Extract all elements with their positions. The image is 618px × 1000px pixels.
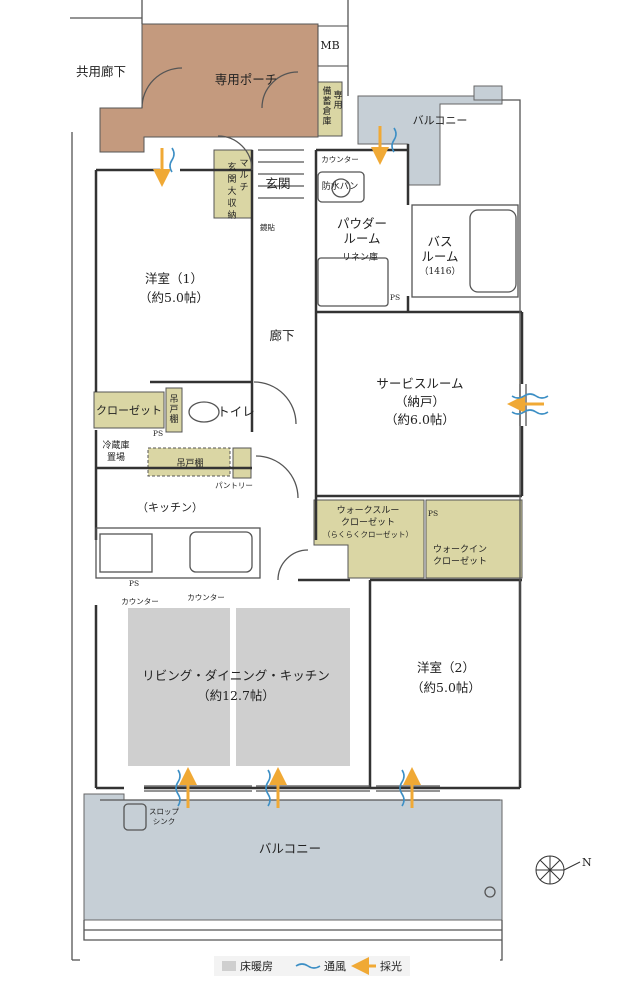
- ps-label-toilet: PS: [153, 429, 163, 438]
- service-room-label-2: （納戸）: [395, 394, 445, 409]
- linen-label: リネン庫: [342, 251, 378, 263]
- fridge-label-2: 置場: [107, 451, 125, 463]
- toilet-hanging-shelf-label: 吊戸棚: [169, 394, 178, 425]
- ldk-size: （約12.7帖）: [197, 688, 275, 703]
- closet-area: [93, 391, 165, 429]
- ps-label-bath: PS: [390, 293, 400, 302]
- floor-heating-left: [128, 608, 230, 766]
- ps-label-kitchen: PS: [129, 579, 139, 588]
- bath-label-2: ルーム: [421, 249, 458, 264]
- legend: 床暖房 通風 採光: [214, 956, 410, 976]
- wic-label-2: クローゼット: [433, 555, 487, 567]
- balcony-bottom-label: バルコニー: [259, 841, 321, 856]
- legend-ventilation-icon: [295, 963, 321, 969]
- western-room-1-size: （約5.0帖）: [139, 290, 209, 305]
- private-label: 専用: [333, 89, 342, 111]
- genkan-storage-label: 玄関大収納: [227, 161, 236, 221]
- legend-daylight-label: 採光: [380, 959, 402, 973]
- legend-ventilation-label: 通風: [324, 960, 346, 973]
- service-room-label-3: （約6.0帖）: [385, 412, 455, 427]
- western-room-2-name: 洋室（2）: [417, 660, 475, 675]
- legend-floor-heating-swatch: [222, 961, 236, 971]
- ldk-name: リビング・ダイニング・キッチン: [142, 668, 330, 683]
- walk-in-closet-area: [425, 499, 523, 579]
- service-room-label-1: サービスルーム: [376, 376, 463, 391]
- counter-small-label: カウンター: [321, 155, 359, 164]
- mb-label: MB: [320, 39, 339, 52]
- floor-heating-right: [236, 608, 350, 766]
- genkan-label: 玄関: [265, 176, 290, 191]
- balcony-top-label: バルコニー: [413, 114, 468, 127]
- slop-sink-label-2: シンク: [153, 817, 176, 826]
- pantry-label: パントリー: [215, 481, 253, 490]
- storage-area: [317, 81, 343, 137]
- corridor-label: 廊下: [269, 328, 294, 343]
- waterproof-pan-label: 防水パン: [322, 180, 358, 192]
- private-porch-area: [99, 23, 319, 153]
- bath-label-3: （1416）: [420, 266, 461, 277]
- walk-through-closet-area: [313, 499, 425, 579]
- ps-label-wic: PS: [428, 509, 438, 518]
- mb-box: [317, 25, 349, 67]
- wtc-label-2: クローゼット: [341, 516, 395, 528]
- wtc-label-3: （らくらくクローゼット）: [323, 529, 413, 539]
- powder-room-label-1: パウダー: [337, 216, 387, 231]
- counter-right-label: カウンター: [187, 593, 225, 602]
- storage-label: 備蓄倉庫: [322, 85, 331, 127]
- common-corridor-label: 共用廊下: [76, 64, 126, 79]
- hanging-shelf-label: 吊戸棚: [176, 457, 203, 469]
- north-label: N: [582, 856, 592, 869]
- fridge-label-1: 冷蔵庫: [102, 439, 129, 451]
- toilet-label: トイレ: [217, 404, 255, 419]
- wtc-label-1: ウォークスルー: [337, 505, 400, 516]
- slop-sink-label-1: スロップ: [149, 807, 179, 816]
- mirror-label: 鏡貼: [260, 222, 275, 232]
- powder-room-label-2: ルーム: [343, 231, 380, 246]
- closet-label: クローゼット: [96, 404, 162, 417]
- private-porch-label: 専用ポーチ: [215, 72, 278, 87]
- wic-label-1: ウォークイン: [433, 544, 487, 555]
- western-room-2-size: （約5.0帖）: [411, 680, 481, 695]
- balcony-bottom-area: [83, 793, 503, 921]
- counter-left-label: カウンター: [121, 597, 159, 606]
- western-room-1-name: 洋室（1）: [145, 271, 203, 286]
- multi-label: マルチ: [239, 159, 248, 193]
- legend-floor-heating-label: 床暖房: [240, 959, 273, 973]
- bath-label-1: バス: [427, 234, 452, 249]
- kitchen-label: （キッチン）: [137, 501, 203, 514]
- north-compass-icon: [535, 855, 581, 885]
